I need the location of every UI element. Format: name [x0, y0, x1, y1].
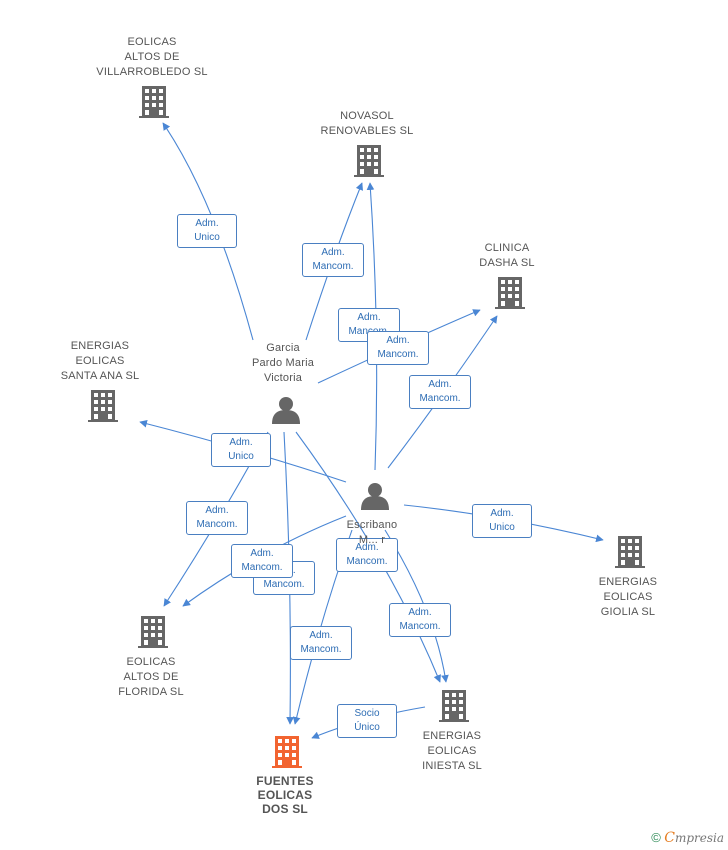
edge-label-iniesta-fuentes[interactable]: Socio Único [337, 704, 397, 738]
node-label-villarrobledo[interactable]: EOLICAS ALTOS DE VILLARROBLEDO SL [96, 36, 208, 78]
edge-label-escribano-santa-ana[interactable]: Adm. Unico [211, 433, 271, 467]
brand-footer: © Cmpresia [651, 830, 724, 846]
edge-label-escribano-clinica[interactable]: Adm. Mancom. [409, 375, 471, 409]
building-icon-novasol[interactable] [354, 145, 384, 177]
brand-logo: Cmpresia [664, 830, 724, 846]
node-label-fuentes[interactable]: FUENTES EOLICAS DOS SL [256, 774, 314, 816]
edge-label-garcia-villarrobledo[interactable]: Adm. Unico [177, 214, 237, 248]
building-icon-florida[interactable] [138, 616, 168, 648]
building-icon-fuentes[interactable] [272, 736, 302, 768]
node-label-escribano[interactable]: Escribano M... r [346, 519, 398, 546]
building-icon-iniesta[interactable] [439, 690, 469, 722]
node-label-clinica[interactable]: CLINICA DASHA SL [479, 242, 535, 269]
edge-label-garcia-novasol[interactable]: Adm. Mancom. [302, 243, 364, 277]
edge-label-escribano-iniesta[interactable]: Adm. Mancom. [389, 603, 451, 637]
edge-label-garcia-clinica[interactable]: Adm. Mancom. [367, 331, 429, 365]
edge-label-garcia-florida[interactable]: Adm. Mancom. [186, 501, 248, 535]
building-icon-clinica[interactable] [495, 277, 525, 309]
building-icon-santa-ana[interactable] [88, 390, 118, 422]
copyright-icon: © [651, 830, 661, 845]
node-label-santa-ana[interactable]: ENERGIAS EOLICAS SANTA ANA SL [60, 340, 140, 382]
edge-label-escribano-fuentes[interactable]: Adm. Mancom. [290, 626, 352, 660]
node-label-novasol[interactable]: NOVASOL RENOVABLES SL [320, 110, 414, 137]
node-label-giolia[interactable]: ENERGIAS EOLICAS GIOLIA SL [598, 576, 658, 618]
edge-label-garcia-iniesta[interactable]: Adm. Mancom. [336, 538, 398, 572]
edge-label-escribano-giolia[interactable]: Adm. Unico [472, 504, 532, 538]
person-icon-escribano[interactable] [361, 483, 389, 510]
building-icon-villarrobledo[interactable] [139, 86, 169, 118]
node-label-garcia[interactable]: Garcia Pardo Maria Victoria [251, 342, 315, 384]
building-icon-giolia[interactable] [615, 536, 645, 568]
node-label-florida[interactable]: EOLICAS ALTOS DE FLORIDA SL [118, 656, 184, 698]
person-icon-garcia[interactable] [272, 397, 300, 424]
edge-label-garcia-fuentes[interactable]: Adm. Mancom. [231, 544, 293, 578]
node-label-iniesta[interactable]: ENERGIAS EOLICAS INIESTA SL [422, 730, 482, 772]
